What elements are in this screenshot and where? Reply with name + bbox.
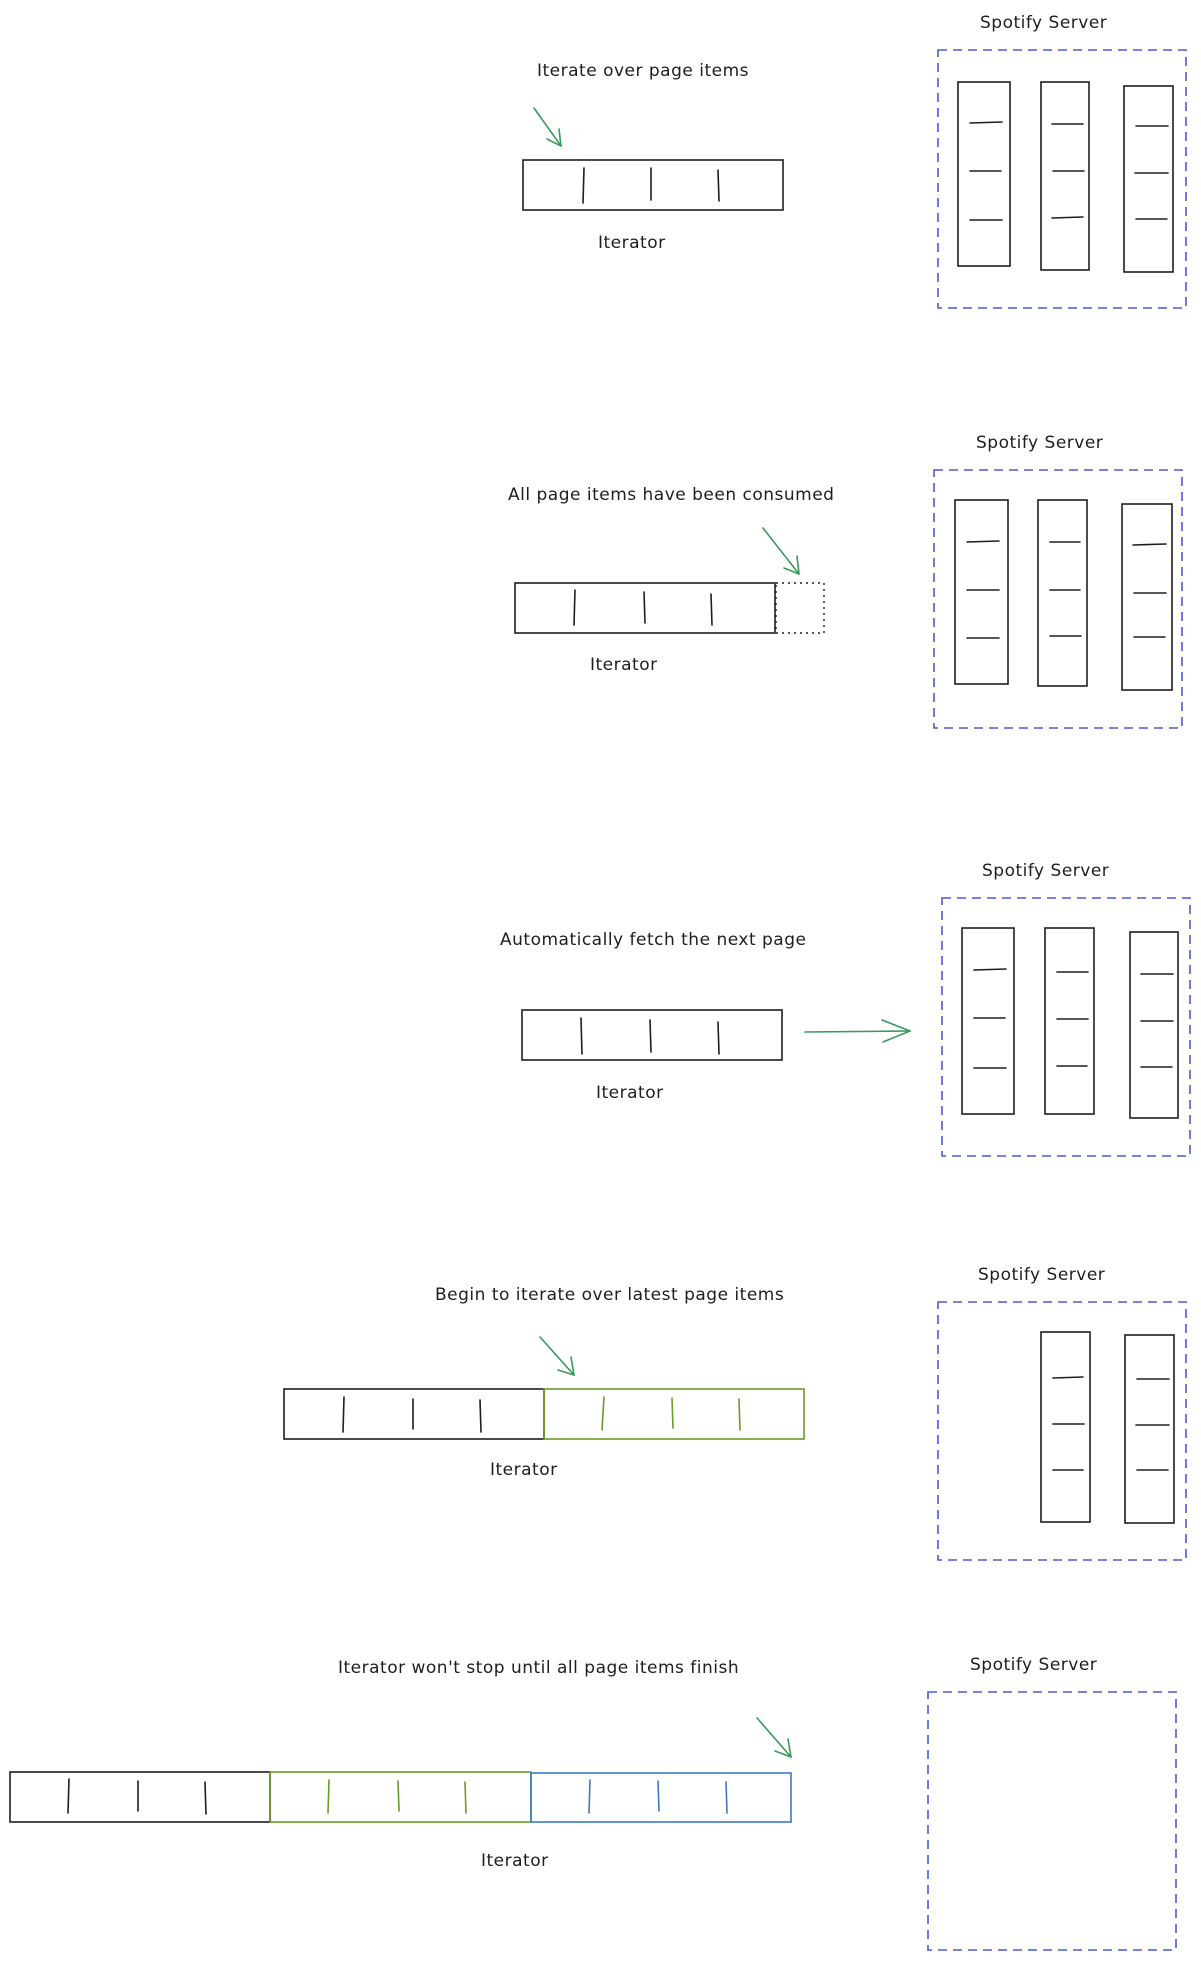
step-3-server-pages — [961, 927, 1179, 1119]
step-3: Automatically fetch the next page Iterat… — [500, 861, 1191, 1157]
step-5-server-empty — [927, 1691, 1177, 1951]
step-2-iterator-label: Iterator — [590, 655, 658, 675]
page-1-block — [521, 1009, 783, 1061]
step-5: Iterator won't stop until all page items… — [9, 1655, 1177, 1951]
step-5-iterator-label: Iterator — [481, 1851, 549, 1871]
step-5-cursor-arrow — [756, 1717, 792, 1758]
step-4-server-label: Spotify Server — [978, 1265, 1105, 1285]
step-2-iterator — [514, 582, 825, 634]
step-1-caption: Iterate over page items — [537, 61, 749, 81]
step-1-cursor-arrow — [533, 107, 562, 147]
step-1-server-pages — [957, 81, 1174, 273]
step-2-server — [933, 469, 1183, 729]
step-4: Begin to iterate over latest page items … — [283, 1265, 1187, 1561]
step-4-iterator — [283, 1388, 805, 1440]
step-5-iterator — [9, 1771, 792, 1823]
step-1-server — [937, 49, 1187, 309]
server-page — [1037, 499, 1088, 687]
page-1-block — [283, 1388, 545, 1440]
step-3-server — [941, 897, 1191, 1157]
step-1-iterator — [522, 159, 784, 211]
step-4-server-pages — [1040, 1331, 1175, 1524]
server-page — [957, 81, 1011, 267]
server-page — [1123, 85, 1174, 273]
step-2-server-label: Spotify Server — [976, 433, 1103, 453]
server-page — [1040, 81, 1090, 271]
server-page — [1040, 1331, 1091, 1523]
step-2: All page items have been consumed Iterat… — [508, 433, 1183, 729]
server-page — [954, 499, 1009, 685]
step-2-server-pages — [954, 499, 1173, 691]
server-page — [1121, 503, 1173, 691]
step-1: Iterate over page items Iterator Spotify… — [522, 13, 1187, 309]
server-page — [1044, 927, 1095, 1115]
step-3-caption: Automatically fetch the next page — [500, 930, 806, 950]
page-2-block — [269, 1771, 532, 1823]
step-5-server-label: Spotify Server — [970, 1655, 1097, 1675]
empty-slot — [775, 582, 825, 634]
step-4-server — [937, 1301, 1187, 1561]
server-page — [1124, 1334, 1175, 1524]
step-2-cursor-arrow — [762, 527, 800, 575]
page-2-block — [543, 1388, 805, 1440]
page-1-block — [522, 159, 784, 211]
step-1-iterator-label: Iterator — [598, 233, 666, 253]
step-3-iterator — [521, 1009, 783, 1061]
step-1-server-label: Spotify Server — [980, 13, 1107, 33]
step-2-caption: All page items have been consumed — [508, 485, 834, 505]
fetch-next-page-arrow — [804, 1019, 911, 1043]
step-4-iterator-label: Iterator — [490, 1460, 558, 1480]
step-4-cursor-arrow — [539, 1336, 575, 1376]
page-1-block — [9, 1771, 271, 1823]
server-page — [961, 927, 1015, 1115]
step-4-caption: Begin to iterate over latest page items — [435, 1285, 784, 1305]
step-5-caption: Iterator won't stop until all page items… — [338, 1658, 739, 1678]
step-3-server-label: Spotify Server — [982, 861, 1109, 881]
page-3-block — [530, 1772, 792, 1823]
server-page — [1129, 931, 1179, 1119]
page-1-block — [514, 582, 776, 634]
step-3-iterator-label: Iterator — [596, 1083, 664, 1103]
